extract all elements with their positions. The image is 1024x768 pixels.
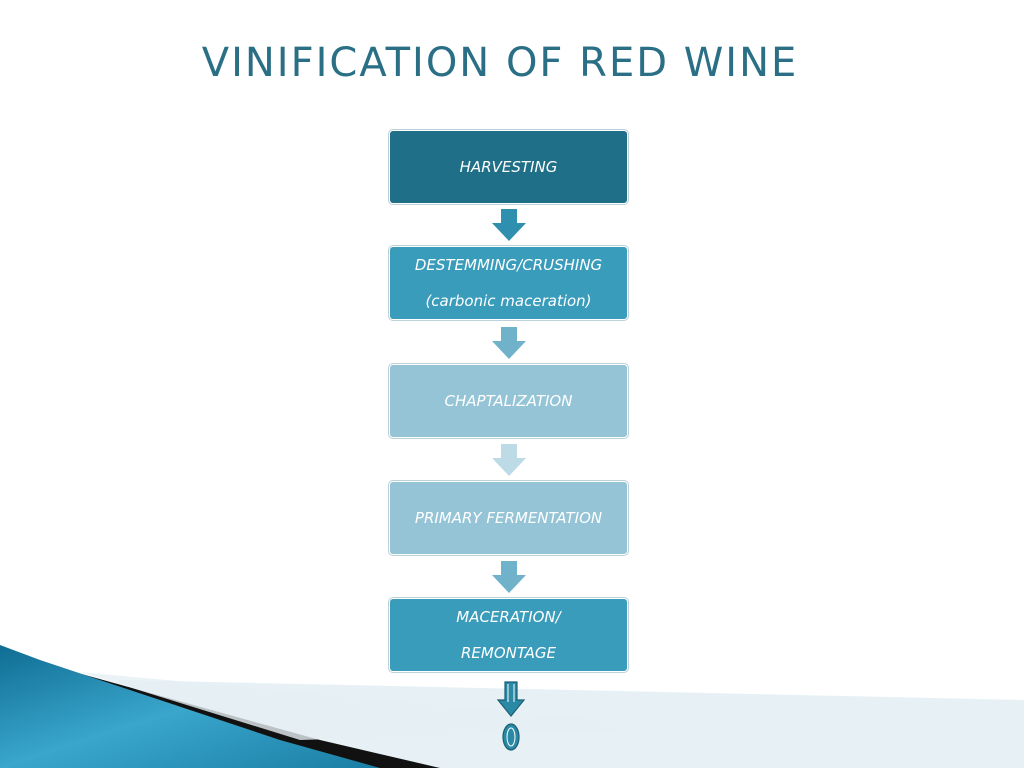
- flow-step-harvesting: HARVESTING: [389, 130, 628, 204]
- page-title: VINIFICATION OF RED WINE: [201, 40, 799, 86]
- flow-step-chaptalization: CHAPTALIZATION: [389, 364, 628, 438]
- step-label: PRIMARY FERMENTATION: [414, 509, 603, 527]
- flow-step-destemming: DESTEMMING/CRUSHING (carbonic maceration…: [389, 246, 628, 320]
- down-arrow-icon: [492, 444, 526, 476]
- flow-step-primary-fermentation: PRIMARY FERMENTATION: [389, 481, 628, 555]
- step-label-line-1: MACERATION/: [456, 608, 561, 626]
- final-down-arrow-icon: [496, 681, 526, 751]
- down-arrow-icon: [492, 561, 526, 593]
- step-label: HARVESTING: [459, 158, 558, 176]
- step-label-line-2: REMONTAGE: [460, 644, 557, 662]
- step-label: CHAPTALIZATION: [444, 392, 573, 410]
- step-label-line-2: (carbonic maceration): [425, 292, 592, 310]
- flow-step-maceration-remontage: MACERATION/ REMONTAGE: [389, 598, 628, 672]
- down-arrow-icon: [492, 209, 526, 241]
- step-label-line-1: DESTEMMING/CRUSHING: [414, 256, 603, 274]
- down-arrow-icon: [492, 327, 526, 359]
